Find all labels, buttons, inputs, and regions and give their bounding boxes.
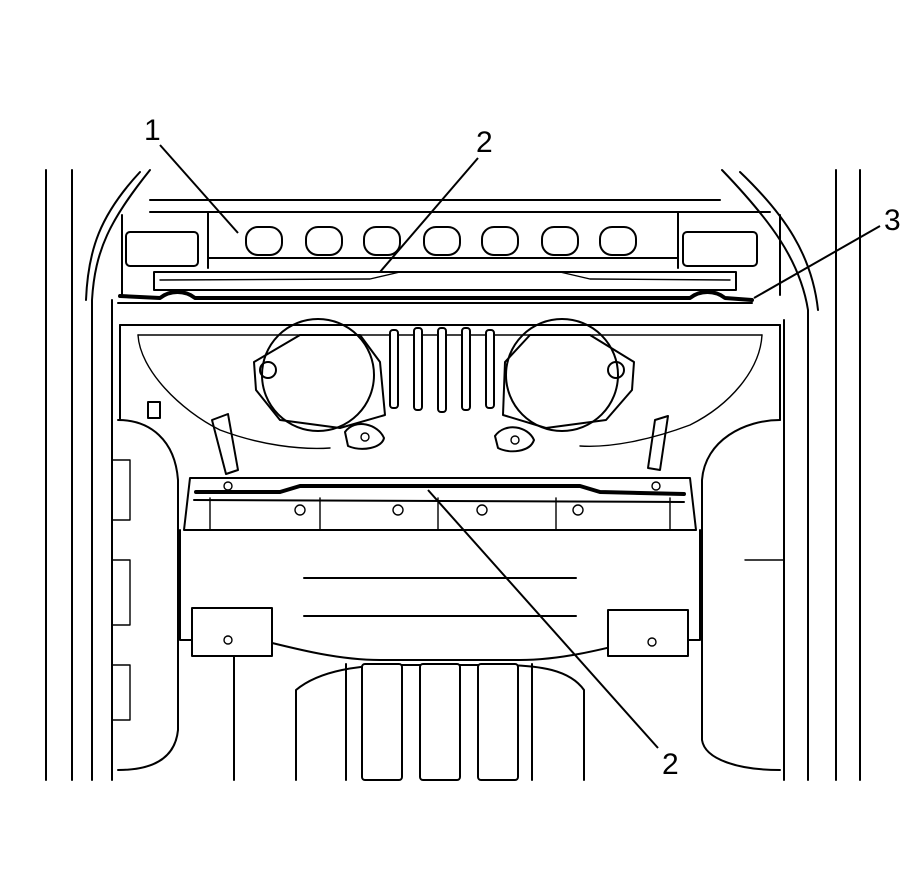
callout-2-upper-label: 2 bbox=[476, 126, 493, 159]
lower-crossmember bbox=[183, 477, 697, 531]
upper-crossmember bbox=[121, 199, 781, 296]
callout-3-label: 3 bbox=[884, 204, 901, 237]
rear-fascia-ribs bbox=[295, 663, 585, 781]
rear-floor-panel bbox=[119, 318, 781, 453]
under-floor bbox=[179, 529, 701, 781]
leader-3 bbox=[753, 225, 881, 299]
callout-1-label: 1 bbox=[144, 114, 161, 147]
lower-flange-seal bbox=[117, 290, 754, 304]
upper-seal-strip bbox=[153, 271, 737, 291]
callout-leaders bbox=[159, 144, 881, 749]
left-side-tank bbox=[111, 401, 239, 771]
lower-seal-strip bbox=[193, 484, 686, 503]
left-body-side bbox=[45, 169, 151, 781]
right-body-side bbox=[721, 169, 861, 781]
leader-2a bbox=[379, 157, 479, 273]
right-side-tank bbox=[647, 415, 785, 771]
callout-2-lower-label: 2 bbox=[662, 748, 679, 781]
leader-2b bbox=[427, 489, 659, 749]
leader-1 bbox=[159, 144, 239, 234]
